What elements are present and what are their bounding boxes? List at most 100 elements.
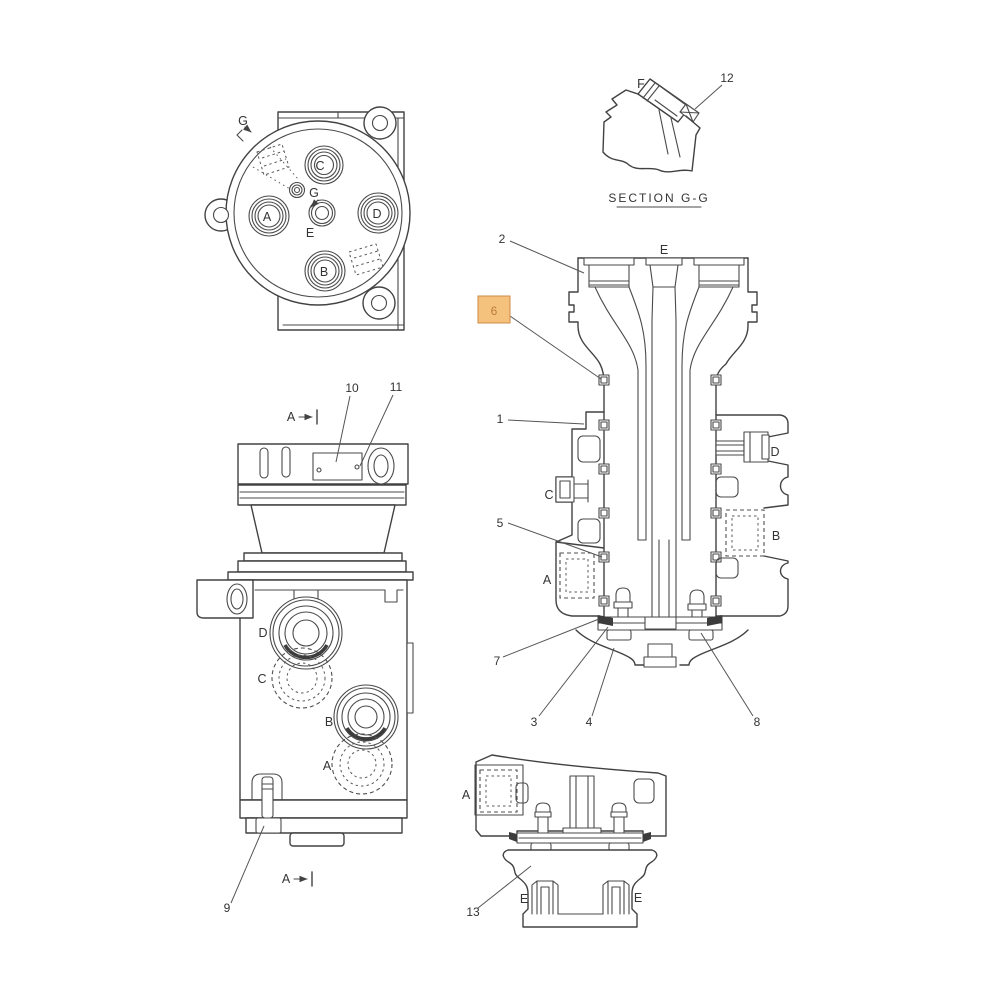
lower-casting-left bbox=[575, 629, 645, 666]
top-view-hidden-passages bbox=[252, 143, 384, 276]
top-view-port-a bbox=[248, 195, 290, 237]
callout-4[interactable]: 4 bbox=[586, 715, 593, 729]
side-port-label-c: C bbox=[257, 672, 266, 686]
bolt-left bbox=[613, 587, 633, 618]
callout-6[interactable]: 6 bbox=[491, 304, 498, 318]
main-seal-rings bbox=[598, 374, 722, 607]
callout-6-highlight-box[interactable] bbox=[477, 295, 511, 324]
bottom-port-e-right-bore bbox=[602, 880, 630, 915]
main-port-label-e: E bbox=[660, 243, 668, 257]
main-port-label-c: C bbox=[544, 488, 553, 502]
section-label-g1: G bbox=[238, 114, 248, 128]
side-view-port-a-hidden bbox=[331, 733, 393, 795]
main-port-b-hidden bbox=[725, 509, 765, 557]
main-port-label-d: D bbox=[770, 445, 779, 459]
port-label-a: A bbox=[263, 210, 272, 224]
bottom-view-lower-casting bbox=[502, 849, 658, 928]
section-g-arrow-2 bbox=[310, 199, 319, 208]
callout-9[interactable]: 9 bbox=[224, 901, 231, 915]
side-port-label-a: A bbox=[323, 759, 332, 773]
port-label-b: B bbox=[320, 265, 328, 279]
main-internal-passages bbox=[594, 286, 734, 618]
bottom-view-bolts bbox=[534, 802, 628, 834]
callout-6-highlight[interactable]: 6 bbox=[477, 295, 511, 324]
view-top-plan: G C G A E D B bbox=[204, 106, 411, 331]
nameplate-screw bbox=[354, 464, 360, 470]
leader-7 bbox=[502, 618, 600, 658]
main-port-label-a: A bbox=[543, 573, 552, 587]
callout-1[interactable]: 1 bbox=[497, 412, 504, 426]
main-upper-housing bbox=[568, 257, 758, 618]
leader-9 bbox=[230, 825, 265, 904]
section-a-arrow-top bbox=[298, 409, 318, 425]
section-label-a-bottom: A bbox=[282, 872, 291, 886]
side-port-label-b: B bbox=[325, 715, 333, 729]
callout-3[interactable]: 3 bbox=[531, 715, 538, 729]
face-label-f: F bbox=[637, 77, 645, 91]
leader-3 bbox=[538, 626, 609, 717]
view-main-section: 6 2 E 1 C 5 A D B 7 3 4 8 bbox=[477, 232, 789, 729]
leader-4 bbox=[591, 647, 615, 717]
port-label-c: C bbox=[315, 159, 324, 173]
side-view-neck bbox=[227, 484, 414, 581]
top-view-port-b bbox=[304, 250, 346, 292]
lower-casting-right bbox=[679, 629, 749, 666]
main-right-housing-block bbox=[715, 414, 789, 617]
leader-5 bbox=[507, 522, 603, 558]
bolt-right bbox=[687, 589, 707, 618]
bottom-port-label-e-right: E bbox=[634, 891, 642, 905]
side-port-label-d: D bbox=[258, 626, 267, 640]
side-view-port-b bbox=[333, 684, 399, 750]
leader-6 bbox=[509, 315, 602, 380]
main-port-d-fitting bbox=[715, 431, 770, 463]
callout-12[interactable]: 12 bbox=[720, 71, 734, 85]
section-label-g2: G bbox=[309, 186, 319, 200]
bottom-view-upper-block bbox=[474, 754, 667, 837]
view-bottom-joint: A 13 E E bbox=[462, 754, 667, 928]
callout-7[interactable]: 7 bbox=[494, 654, 501, 668]
seal-ring-column-right bbox=[710, 374, 722, 607]
view-side: 10 11 A D C B A 9 A bbox=[196, 380, 414, 915]
port-label-e: E bbox=[306, 226, 314, 240]
leader-10 bbox=[335, 395, 351, 463]
section-gg-boss bbox=[637, 78, 691, 123]
side-view-top-cap bbox=[237, 443, 409, 485]
callout-11[interactable]: 11 bbox=[390, 380, 403, 394]
leader-11 bbox=[359, 394, 394, 467]
seal-ring-column-left bbox=[598, 374, 610, 607]
side-view-port-d bbox=[269, 596, 343, 670]
top-view-port-c bbox=[304, 145, 344, 185]
callout-2[interactable]: 2 bbox=[499, 232, 506, 246]
side-view-port-c-hidden bbox=[271, 647, 333, 709]
section-gg-body bbox=[602, 89, 701, 173]
view-section-gg: F 12 SECTION G-G bbox=[602, 71, 734, 208]
section-a-arrow-bottom bbox=[293, 871, 313, 887]
callout-13[interactable]: 13 bbox=[466, 905, 480, 919]
side-view-base bbox=[239, 773, 408, 847]
bottom-port-a-hidden bbox=[479, 769, 518, 813]
side-view-mounting-ear bbox=[196, 579, 254, 619]
main-bottom-assembly bbox=[575, 587, 749, 668]
callout-10[interactable]: 10 bbox=[345, 381, 359, 395]
leader-2 bbox=[509, 240, 585, 274]
main-port-label-b: B bbox=[772, 529, 780, 543]
bottom-port-e-left-bore bbox=[531, 880, 559, 915]
locating-pin bbox=[261, 776, 274, 819]
section-gg-caption: SECTION G-G bbox=[608, 191, 709, 205]
leader-1 bbox=[507, 419, 585, 425]
bottom-view-plate bbox=[509, 832, 651, 853]
top-view-port-g bbox=[288, 181, 306, 199]
bottom-port-label-e-left: E bbox=[520, 892, 528, 906]
port-label-d: D bbox=[372, 207, 381, 221]
section-label-a-top: A bbox=[287, 410, 296, 424]
top-view-port-d bbox=[357, 192, 399, 234]
bottom-port-label-a: A bbox=[462, 788, 471, 802]
callout-8[interactable]: 8 bbox=[754, 715, 761, 729]
callout-5[interactable]: 5 bbox=[497, 516, 504, 530]
leader-8 bbox=[700, 632, 754, 717]
leader-12 bbox=[694, 84, 723, 110]
leader-13 bbox=[477, 865, 532, 909]
section-g-arrow-1 bbox=[236, 124, 252, 142]
